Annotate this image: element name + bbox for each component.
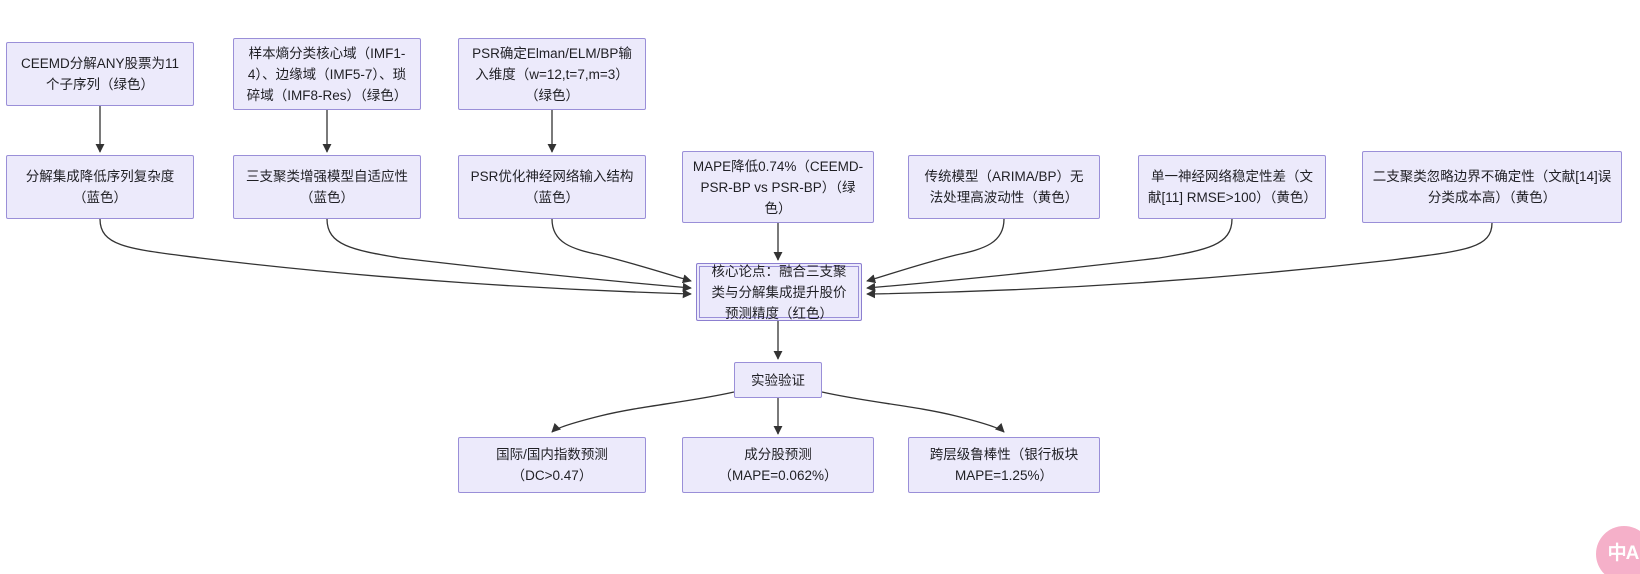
watermark-badge: 中A [1596, 526, 1640, 574]
node-cross-level-robustness-result[interactable]: 跨层级鲁棒性（银行板块MAPE=1.25%） [908, 437, 1100, 493]
node-mape-reduction[interactable]: MAPE降低0.74%（CEEMD-PSR-BP vs PSR-BP）（绿色） [682, 151, 874, 223]
node-label: 单一神经网络稳定性差（文献[11] RMSE>100）（黄色） [1148, 169, 1317, 205]
node-sample-entropy-classify[interactable]: 样本熵分类核心域（IMF1-4）、边缘域（IMF5-7）、琐碎域（IMF8-Re… [233, 38, 421, 110]
node-label: PSR优化神经网络输入结构（蓝色） [470, 169, 634, 205]
edge-n10-core [866, 222, 1493, 299]
edge-n6-core [551, 218, 692, 284]
edge-n5-core [326, 218, 692, 292]
node-core-thesis[interactable]: 核心论点：融合三支聚类与分解集成提升股价预测精度（红色） [696, 263, 862, 321]
node-two-way-clustering-limitation[interactable]: 二支聚类忽略边界不确定性（文献[14]误分类成本高）（黄色） [1362, 151, 1622, 223]
node-psr-optimizes-network-input[interactable]: PSR优化神经网络输入结构（蓝色） [458, 155, 646, 219]
node-label: 样本熵分类核心域（IMF1-4）、边缘域（IMF5-7）、琐碎域（IMF8-Re… [246, 45, 408, 103]
edge-n8-core [866, 218, 1005, 284]
node-label: 二支聚类忽略边界不确定性（文献[14]误分类成本高）（黄色） [1372, 169, 1612, 205]
node-label: 核心论点：融合三支聚类与分解集成提升股价预测精度（红色） [711, 263, 847, 321]
node-experimental-validation[interactable]: 实验验证 [734, 362, 822, 398]
node-ceemd-decompose[interactable]: CEEMD分解ANY股票为11个子序列（绿色） [6, 42, 194, 106]
node-label: 分解集成降低序列复杂度（蓝色） [25, 169, 175, 205]
node-label: 三支聚类增强模型自适应性（蓝色） [246, 169, 408, 205]
node-psr-input-dimension[interactable]: PSR确定Elman/ELM/BP输入维度（w=12,t=7,m=3）（绿色） [458, 38, 646, 110]
node-label: PSR确定Elman/ELM/BP输入维度（w=12,t=7,m=3）（绿色） [472, 45, 632, 103]
edge-n9-core [866, 218, 1233, 292]
node-single-network-instability[interactable]: 单一神经网络稳定性差（文献[11] RMSE>100）（黄色） [1138, 155, 1326, 219]
node-traditional-models-limitation[interactable]: 传统模型（ARIMA/BP）无法处理高波动性（黄色） [908, 155, 1100, 219]
node-label: 跨层级鲁棒性（银行板块MAPE=1.25%） [929, 447, 1079, 483]
node-label: MAPE降低0.74%（CEEMD-PSR-BP vs PSR-BP）（绿色） [692, 158, 864, 216]
node-label: 传统模型（ARIMA/BP）无法处理高波动性（黄色） [924, 169, 1084, 205]
node-index-prediction-result[interactable]: 国际/国内指数预测（DC>0.47） [458, 437, 646, 493]
node-decomposition-reduces-complexity[interactable]: 分解集成降低序列复杂度（蓝色） [6, 155, 194, 219]
watermark-label: 中A [1607, 542, 1640, 564]
node-label: 成分股预测（MAPE=0.062%） [718, 447, 838, 483]
node-label: CEEMD分解ANY股票为11个子序列（绿色） [20, 56, 180, 92]
node-label: 国际/国内指数预测（DC>0.47） [496, 447, 608, 483]
edge-n4-core [99, 218, 692, 299]
node-constituent-stock-result[interactable]: 成分股预测（MAPE=0.062%） [682, 437, 874, 493]
edge-exp-r3 [821, 391, 1005, 433]
edge-exp-r1 [551, 391, 735, 433]
node-label: 实验验证 [751, 372, 805, 388]
node-three-way-clustering-adaptivity[interactable]: 三支聚类增强模型自适应性（蓝色） [233, 155, 421, 219]
